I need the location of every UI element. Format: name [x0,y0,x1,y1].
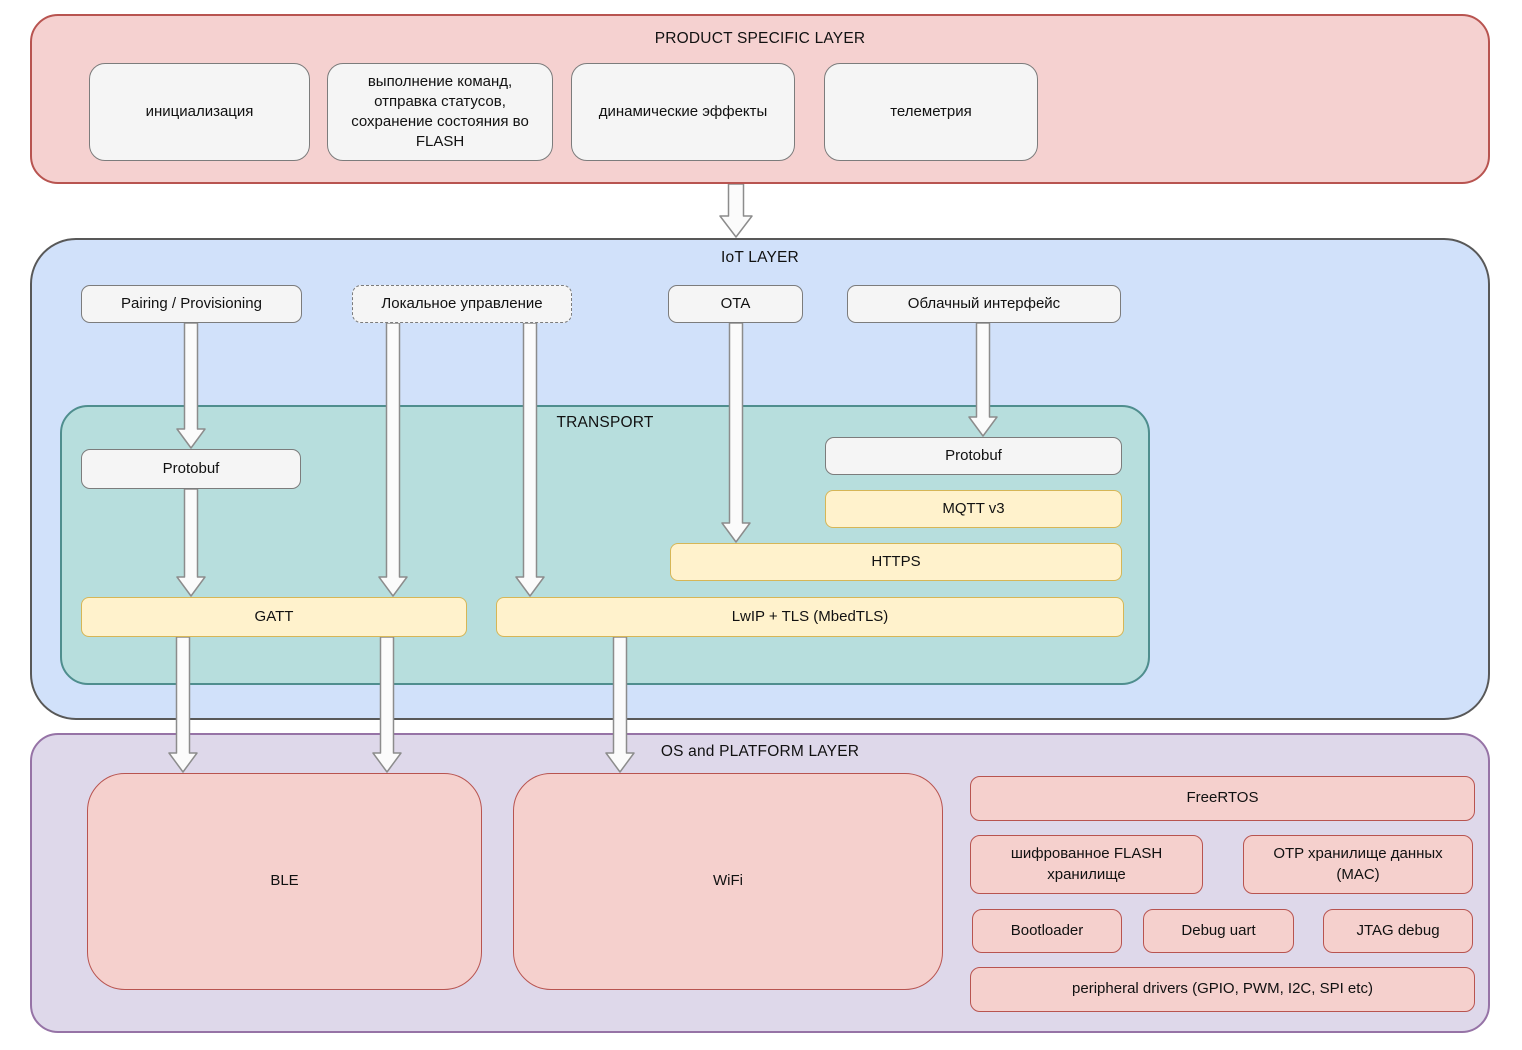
iot-layer-title: IoT LAYER [721,249,799,266]
node-debug-uart: Debug uart [1143,909,1294,953]
arrow-product-to-iot [719,184,753,238]
node-initialization: инициализация [89,63,310,161]
node-otp-storage: OTP хранилище данных (MAC) [1243,835,1473,894]
node-command-execution: выполнение команд, отправка статусов, со… [327,63,553,161]
node-protobuf-left: Protobuf [81,449,301,489]
os-layer-title: OS and PLATFORM LAYER [660,743,860,760]
node-dynamic-effects: динамические эффекты [571,63,795,161]
arrow-gatt-to-ble-1 [168,637,198,773]
node-lwip-tls: LwIP + TLS (MbedTLS) [496,597,1124,637]
node-freertos: FreeRTOS [970,776,1475,821]
node-peripheral-drivers: peripheral drivers (GPIO, PWM, I2C, SPI … [970,967,1475,1012]
arrow-protobuf-to-gatt [176,489,206,597]
node-telemetry: телеметрия [824,63,1038,161]
node-jtag-debug: JTAG debug [1323,909,1473,953]
arrow-ota-to-https [721,323,751,543]
arrow-lwip-to-wifi [605,637,635,773]
arrow-pairing-to-protobuf [176,323,206,449]
node-cloud-interface: Облачный интерфейс [847,285,1121,323]
arrow-local-control-to-gatt [378,323,408,597]
node-ble: BLE [87,773,482,990]
node-ota: OTA [668,285,803,323]
product-layer-title: PRODUCT SPECIFIC LAYER [654,30,866,47]
node-encrypted-flash-storage: шифрованное FLASH хранилище [970,835,1203,894]
node-gatt: GATT [81,597,467,637]
arrow-cloud-to-protobuf [968,323,998,437]
node-https: HTTPS [670,543,1122,581]
arrow-local-control-to-lwip [515,323,545,597]
node-protobuf-right: Protobuf [825,437,1122,475]
node-pairing-provisioning: Pairing / Provisioning [81,285,302,323]
node-wifi: WiFi [513,773,943,990]
transport-title: TRANSPORT [556,414,654,431]
node-bootloader: Bootloader [972,909,1122,953]
arrow-gatt-to-ble-2 [372,637,402,773]
node-mqtt-v3: MQTT v3 [825,490,1122,528]
node-local-control: Локальное управление [352,285,572,323]
